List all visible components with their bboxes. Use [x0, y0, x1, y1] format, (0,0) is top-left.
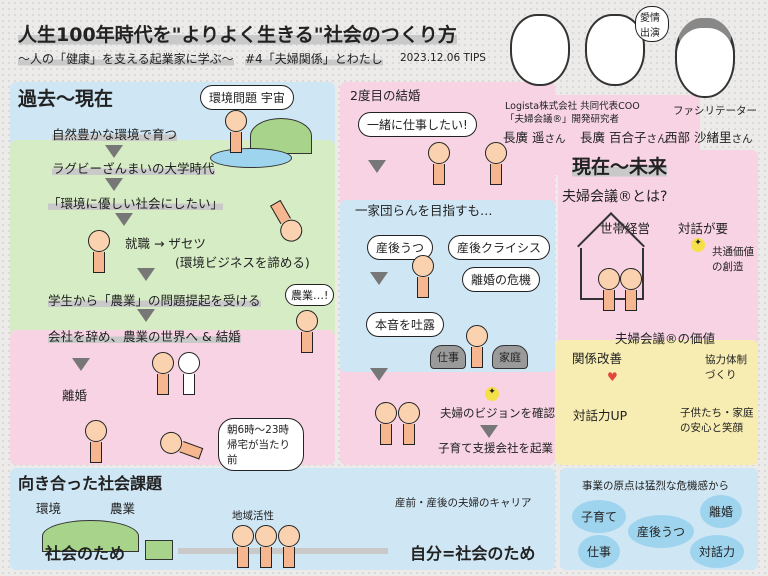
excited-figure [296, 310, 318, 353]
couple-figure [375, 402, 397, 445]
value-cooperation: 協力体制づくり [705, 354, 747, 381]
value-dialogue-up: 対話力UP [573, 408, 628, 423]
bubble-true-feelings: 本音を吐露 [366, 312, 445, 337]
mountain [42, 520, 139, 552]
couple-figure [598, 268, 620, 311]
value-heading: 夫婦会議®の価値 [615, 331, 716, 346]
blob-dialogue: 対話力 [690, 535, 745, 568]
startup-line: 子育て支援会社を起業 [438, 441, 553, 455]
farm-bubble: 農業…! [285, 284, 335, 306]
episode-label: #4「夫婦関係」とわたし [245, 50, 383, 67]
person-figure [485, 142, 507, 185]
speaker-name-3: 西部 沙緒里さん [665, 130, 753, 145]
couple-figure [620, 268, 642, 311]
group-figure [255, 525, 277, 568]
arrow-down-icon [115, 213, 133, 226]
regional-label: 地域活性 [232, 510, 274, 522]
blob-work: 仕事 [578, 535, 621, 568]
speaker-face-3 [675, 18, 735, 98]
self-society: 自分=社会のため [410, 544, 536, 563]
page-title: 人生100年時代を"よりよく生きる"社会のつくり方 [18, 20, 457, 47]
event-date: 2023.12.06 TIPS [400, 52, 486, 64]
speaker-name-1: 長廣 遥さん [503, 130, 566, 145]
bubble-postpartum-crisis: 産後クライシス [448, 235, 551, 260]
arrow-down-icon [480, 425, 498, 438]
past-heading: 過去〜現在 [18, 88, 114, 110]
arrow-down-icon [105, 145, 123, 158]
family-line: 一家団らんを目指すも… [355, 203, 493, 218]
crying-figure [466, 325, 488, 368]
guest-bubble: 愛情出演 [635, 6, 669, 42]
arrow-down-icon [370, 272, 388, 285]
heart-icon: ♥ [607, 370, 618, 384]
group-figure [278, 525, 300, 568]
second-marriage-heading: 2度目の結婚 [350, 88, 421, 103]
group-figure [232, 525, 254, 568]
past-step-6: 会社を辞め、農業の世界へ & 結婚 [48, 326, 241, 345]
arrow-down-icon [137, 268, 155, 281]
bubble-divorce-risk: 離婚の危機 [462, 267, 541, 292]
affiliation-2: 「夫婦会議®」開発研究者 [505, 114, 620, 125]
shared-values-label: 共通価値の創造 [712, 246, 754, 273]
pond [210, 148, 292, 168]
proposing-figure [428, 142, 450, 185]
spark-icon: ✦ [691, 238, 705, 252]
wish-bubble: 一緒に仕事したい! [358, 112, 477, 137]
arrow-down-icon [137, 309, 155, 322]
spark-icon: ✦ [485, 387, 499, 401]
mountain [250, 118, 312, 154]
blob-childcare: 子育て [572, 500, 627, 533]
bubble-postpartum-depression: 産後うつ [367, 235, 434, 260]
what-is-heading: 夫婦会議®とは? [562, 189, 668, 205]
arrow-down-icon [105, 178, 123, 191]
vision-line: 夫婦のビジョンを確認 [440, 406, 555, 420]
topic-environment: 環境 [36, 501, 62, 516]
blob-divorce: 離婚 [700, 495, 743, 528]
dialogue-label: 対話が要 [678, 221, 729, 236]
couple-figure [152, 352, 174, 395]
origin-heading: 事業の原点は猛烈な危機感から [582, 480, 729, 492]
topic-agriculture: 農業 [110, 501, 136, 516]
rock-work: 仕事 [430, 345, 466, 369]
past-step-5: 学生から「農業」の問題提起を受ける [48, 290, 261, 309]
couple-figure [398, 402, 420, 445]
future-panel-yellow [555, 340, 758, 465]
value-relationship: 関係改善 [572, 351, 623, 366]
past-step-4: 就職 → ザセツ [125, 236, 206, 251]
social-heading: 向き合った社会課題 [18, 474, 163, 493]
future-heading: 現在〜未来 [572, 152, 668, 179]
value-children: 子供たち・家庭の安心と笑顔 [680, 407, 754, 434]
speaker-name-2: 長廣 百合子さん [580, 130, 668, 145]
overwork-bubble: 朝6時〜23時 帰宅が当たり前 [218, 418, 304, 471]
household-label: 世帯経営 [600, 221, 651, 236]
past-step-7: 離婚 [62, 388, 88, 403]
past-step-1: 自然豊かな環境で育つ [52, 124, 178, 143]
past-step-3: 「環境に優しい社会にしたい」 [48, 193, 224, 212]
rock-home: 家庭 [492, 345, 528, 369]
blob-postpartum: 産後うつ [628, 515, 695, 548]
person-figure [88, 230, 110, 273]
person-figure [225, 110, 247, 153]
arrow-down-icon [72, 358, 90, 371]
mother-baby-figure [412, 255, 434, 298]
arrow-down-icon [368, 160, 386, 173]
facilitator-role: ファシリテーター [673, 105, 757, 117]
speaker-face-1 [510, 14, 570, 86]
for-society: 社会のため [45, 544, 126, 563]
thought-bubble: 環境問題 宇宙 [200, 85, 294, 110]
bride-figure [178, 352, 200, 395]
field-icon [145, 540, 173, 560]
affiliation: Logista株式会社 共同代表COO [505, 101, 640, 112]
arrow-down-icon [370, 368, 388, 381]
career-label: 産前・産後の夫婦のキャリア [395, 497, 532, 509]
past-step-2: ラグビーざんまいの大学時代 [52, 158, 215, 177]
person-figure [85, 420, 107, 463]
past-step-4-note: (環境ビジネスを諦める) [175, 255, 310, 270]
subtitle: 〜人の「健康」を支える起業家に学ぶ〜 [18, 50, 234, 67]
